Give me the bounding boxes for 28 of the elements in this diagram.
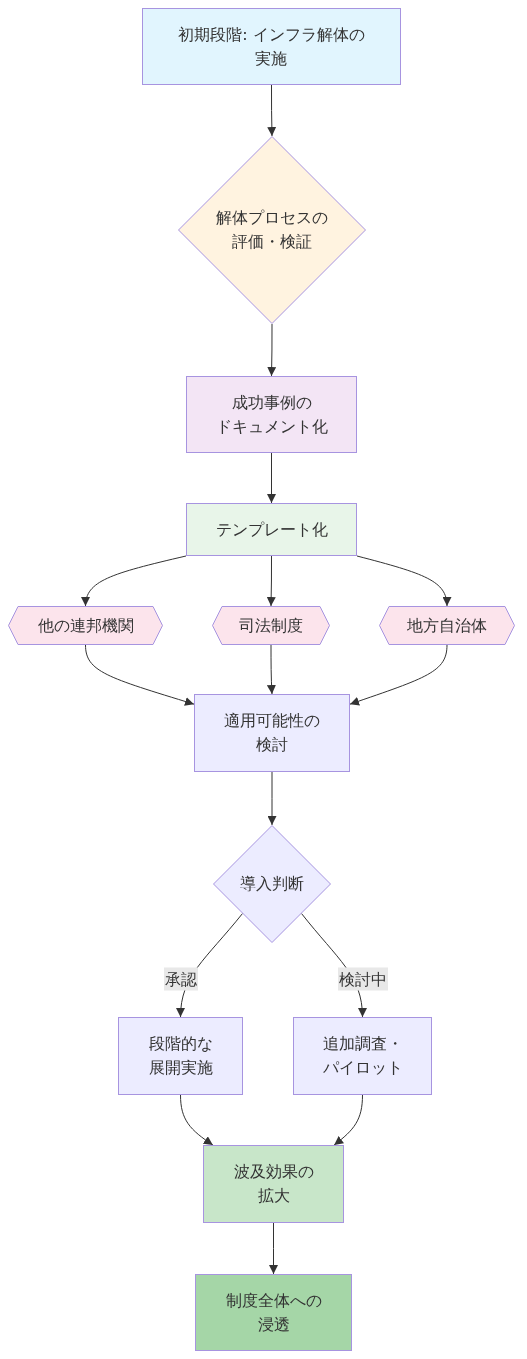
hexagon-box: 地方自治体 [379, 606, 515, 645]
decision-diamond: 導入判断 [213, 825, 331, 943]
arrow [81, 555, 187, 607]
arrow [267, 644, 276, 695]
arrow [267, 84, 277, 137]
process-box: 制度全体への浸透 [195, 1274, 352, 1351]
hexagon-box: 他の連邦機関 [8, 606, 163, 645]
arrow [85, 644, 195, 706]
process-box: 追加調査・パイロット [293, 1017, 432, 1095]
arrow [267, 323, 277, 377]
arrow [333, 1094, 363, 1146]
process-box: 適用可能性の検討 [194, 694, 350, 772]
process-box: 段階的な展開実施 [118, 1017, 243, 1095]
arrow [269, 1222, 278, 1275]
process-box: 波及効果の拡大 [203, 1145, 344, 1223]
hexagon-box: 司法制度 [212, 606, 330, 645]
process-box: 初期段階: インフラ解体の実施 [142, 8, 401, 85]
arrow [267, 452, 276, 504]
arrow [266, 555, 276, 607]
process-box: テンプレート化 [186, 503, 357, 556]
arrow [349, 644, 448, 706]
process-box: 成功事例のドキュメント化 [186, 376, 357, 453]
decision-diamond: 解体プロセスの評価・検証 [178, 136, 366, 324]
arrow [356, 555, 451, 607]
arrow [267, 771, 277, 826]
edge-label: 承認 [163, 967, 198, 991]
edge-label: 検討中 [337, 967, 388, 991]
arrow [180, 1094, 214, 1146]
